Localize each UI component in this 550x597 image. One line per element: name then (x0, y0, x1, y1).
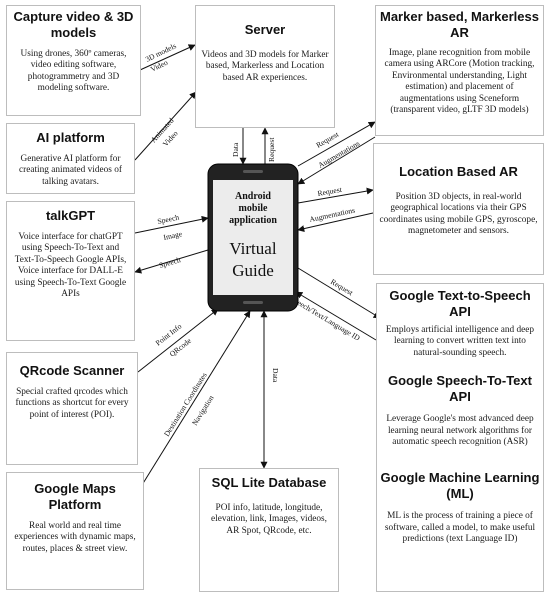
arrow-maps-phone (141, 310, 251, 486)
arrow-phone-google-request (297, 267, 381, 319)
phone-line-3: application (229, 215, 277, 226)
label-augmentations-location: Augmentations (309, 205, 356, 223)
sqlite-box: SQL Lite Database POI info, latitude, lo… (199, 468, 339, 592)
label-data-server: Data (231, 142, 240, 157)
android-phone-icon: Android mobile application Virtual Guide (207, 163, 299, 312)
stt-title: Google Speech-To-Text API (388, 373, 532, 405)
capture-text: Using drones, 360º cameras, video editin… (20, 49, 127, 94)
ai-box: AI platform Generative AI platform for c… (6, 123, 135, 194)
label-speech-in: Speech (157, 213, 181, 226)
label-data-sqlite: Data (271, 368, 280, 383)
arrow-capture-server (139, 44, 196, 71)
arrow-location-phone-augment (297, 212, 374, 233)
maps-box: Google Maps Platform Real world and real… (6, 472, 144, 590)
label-speech-text-language: Speech/Text/Language ID (289, 294, 362, 343)
server-text: Videos and 3D models for Marker based, M… (201, 50, 329, 83)
capture-box: Capture video & 3D models Using drones, … (6, 5, 141, 116)
ml-text: ML is the process of training a piece of… (384, 511, 536, 545)
arrow-phone-location-request (297, 187, 374, 204)
ml-title: Google Machine Learning (ML) (380, 470, 540, 502)
label-request-marker: Request (315, 129, 341, 149)
qrcode-title: QRcode Scanner (19, 363, 125, 378)
phone-line-2: mobile (239, 203, 268, 214)
location-ar-text: Position 3D objects, in real-world geogr… (379, 192, 538, 237)
label-qrcode: QRcode (168, 336, 194, 359)
qrcode-box: QRcode Scanner Special crafted qrcodes w… (6, 352, 138, 465)
phone-virtual: Virtual (229, 239, 276, 258)
label-request-server: Request (267, 137, 276, 162)
label-speech-out: Speech (158, 255, 182, 270)
arrow-phone-talkgpt-speech (134, 249, 209, 274)
maps-text: Real world and real time experiences wit… (14, 521, 136, 554)
tts-text: Employs artificial intelligence and deep… (385, 325, 535, 358)
talkgpt-box: talkGPT Voice interface for chatGPT usin… (6, 201, 135, 341)
label-image: Image (163, 229, 184, 242)
server-box: Server Videos and 3D models for Marker b… (195, 5, 335, 128)
location-ar-box: Location Based AR Position 3D objects, i… (373, 143, 544, 275)
ai-title: AI platform (36, 130, 105, 145)
google-apis-box: Google Text-to-Speech API Employs artifi… (376, 283, 544, 592)
marker-ar-title: Marker based, Markerless AR (380, 9, 539, 40)
stt-text: Leverage Google's most advanced deep lea… (386, 414, 534, 448)
arrow-talkgpt-phone-speech (134, 215, 209, 234)
arrow-phone-marker-request (297, 121, 376, 167)
qrcode-text: Special crafted qrcodes which functions … (15, 387, 129, 420)
maps-title: Google Maps Platform (34, 481, 116, 512)
arrow-ai-server (134, 91, 197, 161)
ai-text: Generative AI platform for creating anim… (18, 154, 122, 187)
marker-ar-text: Image, plane recognition from mobile cam… (384, 48, 535, 116)
arrow-marker-phone-augment (297, 136, 376, 185)
server-title: Server (244, 22, 286, 37)
arrow-google-phone (295, 291, 377, 341)
phone-line-1: Android (235, 191, 271, 202)
talkgpt-title: talkGPT (45, 208, 96, 223)
marker-ar-box: Marker based, Markerless AR Image, plane… (375, 5, 544, 136)
talkgpt-text: Voice interface for chatGPT using Speech… (14, 232, 127, 300)
location-ar-title: Location Based AR (399, 164, 518, 179)
phone-guide: Guide (232, 261, 274, 280)
label-request-location: Request (317, 185, 344, 198)
arrow-qrcode-phone (137, 308, 219, 373)
tts-title: Google Text-to-Speech API (389, 288, 531, 319)
sqlite-text: POI info, latitude, longitude, elevation… (211, 503, 327, 536)
sqlite-title: SQL Lite Database (211, 475, 327, 490)
capture-title: Capture video & 3D models (13, 9, 134, 40)
